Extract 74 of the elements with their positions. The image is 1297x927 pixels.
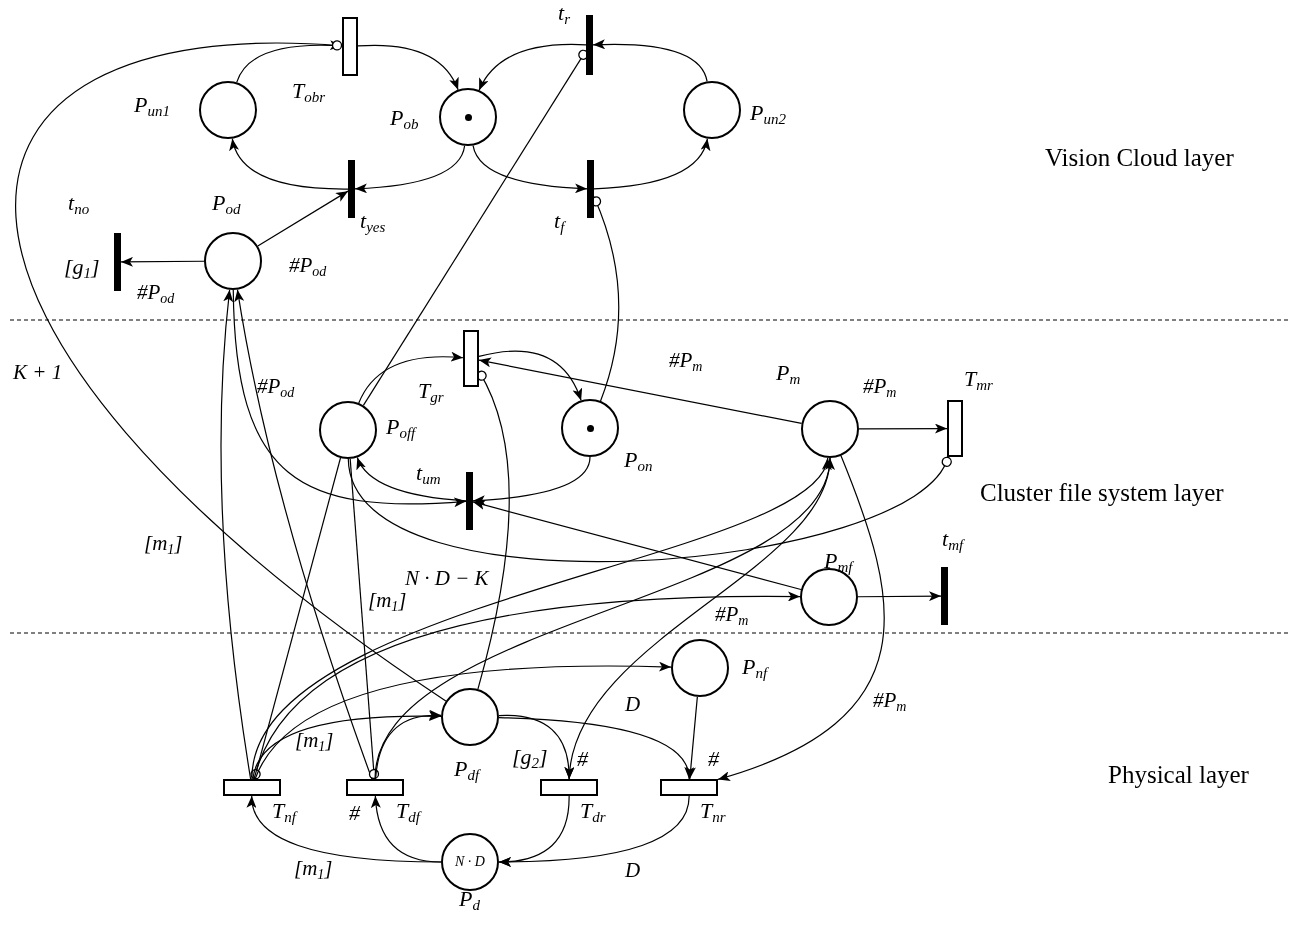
arc-label: K + 1 (12, 362, 64, 383)
node-label: P$_{un2}$ (750, 102, 786, 124)
marking-label: N · D (455, 855, 485, 869)
arc (478, 43, 587, 91)
node-label: T$_{dr}$ (580, 800, 606, 822)
arc (354, 145, 466, 194)
arc-label: [m$_{1}$] (143, 533, 184, 554)
arc-label: #P$_{m}$ (668, 350, 704, 371)
arc-label: #P$_{m}$ (862, 376, 898, 397)
node-label: t$_{no}$ (68, 192, 90, 214)
arc (349, 458, 380, 780)
layer-label: Vision Cloud layer (1045, 145, 1234, 170)
arc (220, 289, 252, 780)
node-label: # (577, 748, 588, 770)
arc (120, 256, 205, 267)
arc-label: #P$_{od}$ (288, 255, 328, 276)
node-label: P$_{d}$ (459, 888, 480, 910)
node-label: # (349, 802, 360, 824)
arc-label: #P$_{m}$ (714, 604, 750, 625)
node-label: [g$_{2}$] (512, 746, 548, 768)
arc (362, 49, 589, 407)
arc-label: [m$_{1}$] (294, 730, 335, 751)
arc (374, 710, 442, 780)
node-label: P$_{on}$ (624, 449, 653, 471)
arc (232, 289, 467, 507)
arc (472, 456, 591, 506)
arc (593, 138, 710, 190)
arc (347, 456, 951, 562)
node-label: t$_{r}$ (558, 2, 570, 24)
arc (857, 591, 942, 602)
node-label: P$_{ob}$ (390, 107, 419, 129)
arc (234, 289, 373, 780)
arc (15, 40, 447, 702)
node-label: [g$_{1}$] (64, 256, 100, 278)
arc (358, 352, 464, 404)
arc (252, 711, 442, 780)
arc (858, 423, 948, 434)
arc (476, 370, 510, 690)
node-label: T$_{nr}$ (700, 800, 726, 822)
arc-label: D (624, 694, 642, 715)
arc (257, 190, 349, 247)
arc (685, 696, 698, 780)
arc (254, 661, 672, 780)
arc (250, 457, 342, 780)
arc (498, 717, 693, 780)
arc (592, 39, 708, 82)
node-label: P$_{un1}$ (134, 94, 170, 116)
arc-label: #P$_{od}$ (256, 376, 296, 397)
node-label: # (708, 748, 719, 770)
guard-label: [m$_{1}$] (368, 590, 407, 611)
node-label: T$_{obr}$ (292, 80, 326, 102)
arc-label: #P$_{m}$ (872, 690, 908, 711)
arc (566, 457, 831, 780)
layer-label: Cluster file system layer (980, 480, 1224, 505)
arc (472, 500, 802, 591)
arc (374, 457, 832, 780)
node-label: t$_{um}$ (416, 462, 441, 484)
node-label: P$_{m}$ (776, 362, 801, 384)
arc (472, 144, 588, 194)
node-label: T$_{mr}$ (964, 368, 993, 390)
layer-label: Physical layer (1108, 762, 1249, 787)
arc (478, 350, 582, 401)
arc-label: [m$_{1}$] (293, 858, 334, 879)
arc (357, 44, 459, 91)
node-label: P$_{od}$ (212, 192, 241, 214)
arc-label: #P$_{od}$ (136, 282, 176, 303)
arc (253, 591, 801, 780)
arc (371, 795, 442, 863)
arc (230, 138, 349, 190)
arc-label: N · D − K (404, 568, 490, 589)
arc (498, 795, 690, 867)
arc-label: D (624, 860, 642, 881)
arc (251, 457, 829, 780)
arc (478, 357, 803, 424)
